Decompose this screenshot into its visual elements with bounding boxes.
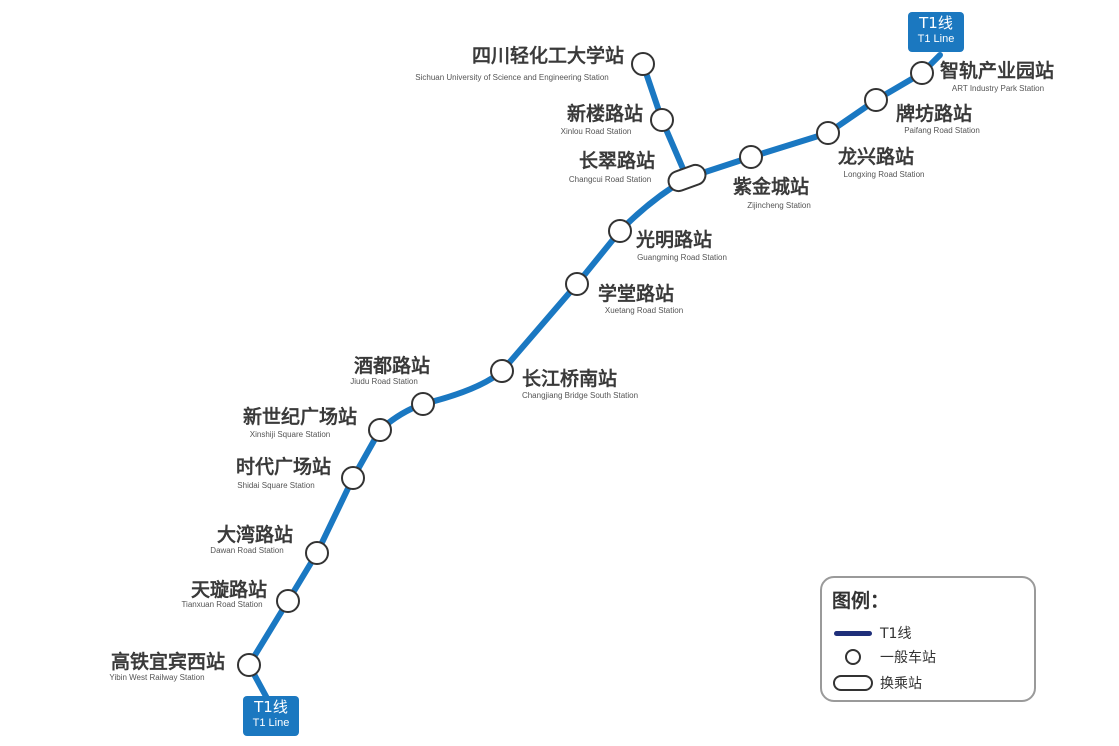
station-name-en-shidai: Shidai Square Station bbox=[237, 481, 314, 490]
legend-title: 图例： bbox=[832, 590, 890, 612]
station-name-changcui: 长翠路站 bbox=[579, 149, 655, 172]
station-marker[interactable] bbox=[739, 145, 763, 169]
station-name-en-longxing: Longxing Road Station bbox=[844, 170, 925, 179]
station-marker[interactable] bbox=[631, 52, 655, 76]
station-name-zijincheng: 紫金城站 bbox=[733, 175, 809, 198]
pill-station-icon bbox=[833, 675, 873, 691]
station-name-en-guangming: Guangming Road Station bbox=[637, 253, 727, 262]
station-name-sichuan-univ: 四川轻化工大学站 bbox=[472, 44, 624, 67]
station-name-en-tianxuan: Tianxuan Road Station bbox=[181, 600, 262, 609]
badge-top-en: T1 Line bbox=[917, 33, 955, 45]
station-name-en-yibin-west: Yibin West Railway Station bbox=[109, 673, 204, 682]
station-name-xuetang: 学堂路站 bbox=[598, 282, 674, 305]
line-swatch-icon bbox=[834, 630, 872, 636]
station-marker[interactable] bbox=[341, 466, 365, 490]
t1-line-badge-bottom: T1线 T1 Line bbox=[243, 696, 299, 736]
station-marker[interactable] bbox=[276, 589, 300, 613]
station-name-guangming: 光明路站 bbox=[635, 228, 712, 251]
legend-item-label: 一般车站 bbox=[880, 650, 936, 666]
legend-item-label: T1线 bbox=[880, 626, 912, 642]
station-name-shidai: 时代广场站 bbox=[236, 455, 331, 478]
circle-station-icon bbox=[845, 649, 861, 665]
legend-item-label: 换乘站 bbox=[880, 676, 922, 692]
badge-top-cn: T1线 bbox=[919, 14, 953, 32]
station-name-paifang: 牌坊路站 bbox=[896, 102, 972, 125]
station-marker[interactable] bbox=[608, 219, 632, 243]
station-name-jiudu: 酒都路站 bbox=[354, 354, 430, 377]
station-name-en-zijincheng: Zijincheng Station bbox=[747, 201, 811, 210]
station-name-en-xinshiji: Xinshiji Square Station bbox=[250, 430, 331, 439]
station-name-art-park: 智轨产业园站 bbox=[940, 59, 1054, 82]
t1-line-badge-top: T1线 T1 Line bbox=[908, 12, 964, 52]
station-name-en-paifang: Paifang Road Station bbox=[904, 126, 980, 135]
station-marker[interactable] bbox=[650, 108, 674, 132]
station-name-en-changjiang: Changjiang Bridge South Station bbox=[522, 391, 638, 400]
station-name-en-xuetang: Xuetang Road Station bbox=[605, 306, 683, 315]
badge-bottom-cn: T1线 bbox=[254, 698, 288, 716]
station-name-en-xinlou: Xinlou Road Station bbox=[561, 127, 632, 136]
station-name-en-changcui: Changcui Road Station bbox=[569, 175, 651, 184]
station-marker[interactable] bbox=[237, 653, 261, 677]
badge-bottom-en: T1 Line bbox=[252, 717, 290, 729]
station-marker[interactable] bbox=[305, 541, 329, 565]
station-name-changjiang: 长江桥南站 bbox=[522, 367, 617, 390]
station-layer bbox=[237, 52, 934, 677]
station-marker[interactable] bbox=[864, 88, 888, 112]
station-marker[interactable] bbox=[411, 392, 435, 416]
station-marker[interactable] bbox=[565, 272, 589, 296]
station-marker[interactable] bbox=[816, 121, 840, 145]
legend-item-line: T1线 bbox=[832, 622, 911, 644]
station-name-yibin-west: 高铁宜宾西站 bbox=[111, 650, 225, 673]
station-marker[interactable] bbox=[910, 61, 934, 85]
station-name-longxing: 龙兴路站 bbox=[838, 145, 914, 168]
station-marker[interactable] bbox=[368, 418, 392, 442]
station-name-dawan: 大湾路站 bbox=[217, 523, 293, 546]
station-name-en-sichuan-univ: Sichuan University of Science and Engine… bbox=[415, 73, 608, 82]
legend-item-regular-station: 一般车站 bbox=[832, 646, 936, 668]
station-marker[interactable] bbox=[490, 359, 514, 383]
transfer-station-marker[interactable] bbox=[666, 162, 709, 194]
map-legend: 图例： T1线 一般车站 换乘站 bbox=[820, 576, 1036, 702]
station-name-en-dawan: Dawan Road Station bbox=[210, 546, 283, 555]
station-name-tianxuan: 天璇路站 bbox=[191, 578, 267, 601]
station-name-en-art-park: ART Industry Park Station bbox=[952, 84, 1044, 93]
station-name-xinshiji: 新世纪广场站 bbox=[243, 405, 357, 428]
station-name-en-jiudu: Jiudu Road Station bbox=[350, 377, 418, 386]
station-name-xinlou: 新楼路站 bbox=[567, 102, 643, 125]
legend-item-transfer-station: 换乘站 bbox=[832, 672, 922, 694]
